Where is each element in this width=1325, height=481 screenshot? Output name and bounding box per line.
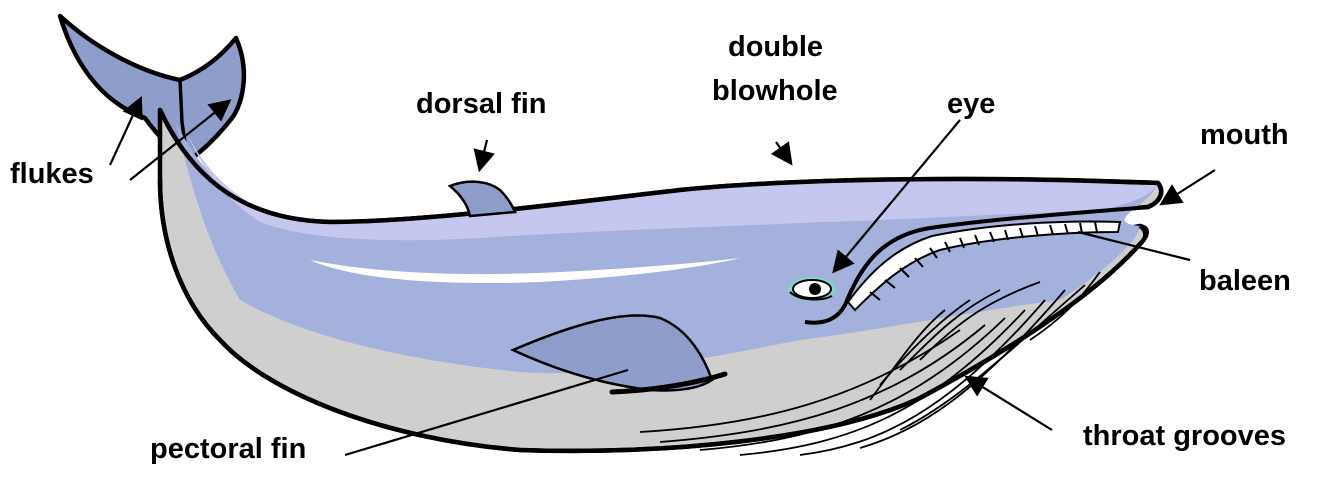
- dorsal-fin-shape: [450, 182, 515, 216]
- mouth-arrow: [1163, 170, 1215, 203]
- double-blowhole-label-line1: double: [728, 31, 823, 63]
- eye-shape: [788, 277, 836, 301]
- throat-grooves-label: throat grooves: [1083, 420, 1286, 452]
- baleen-label: baleen: [1199, 265, 1291, 297]
- flukes-label: flukes: [10, 158, 94, 190]
- double-blowhole-label-line2: blowhole: [712, 75, 838, 107]
- dorsal-fin-arrow: [480, 140, 487, 168]
- mouth-label: mouth: [1200, 119, 1289, 151]
- pectoral-fin-label: pectoral fin: [150, 433, 306, 465]
- dorsal-fin-label: dorsal fin: [416, 88, 547, 120]
- blowhole-arrow: [776, 142, 790, 162]
- throat-grooves-arrow: [968, 378, 1052, 430]
- eye-label: eye: [947, 88, 995, 120]
- tail-flukes: [60, 16, 244, 180]
